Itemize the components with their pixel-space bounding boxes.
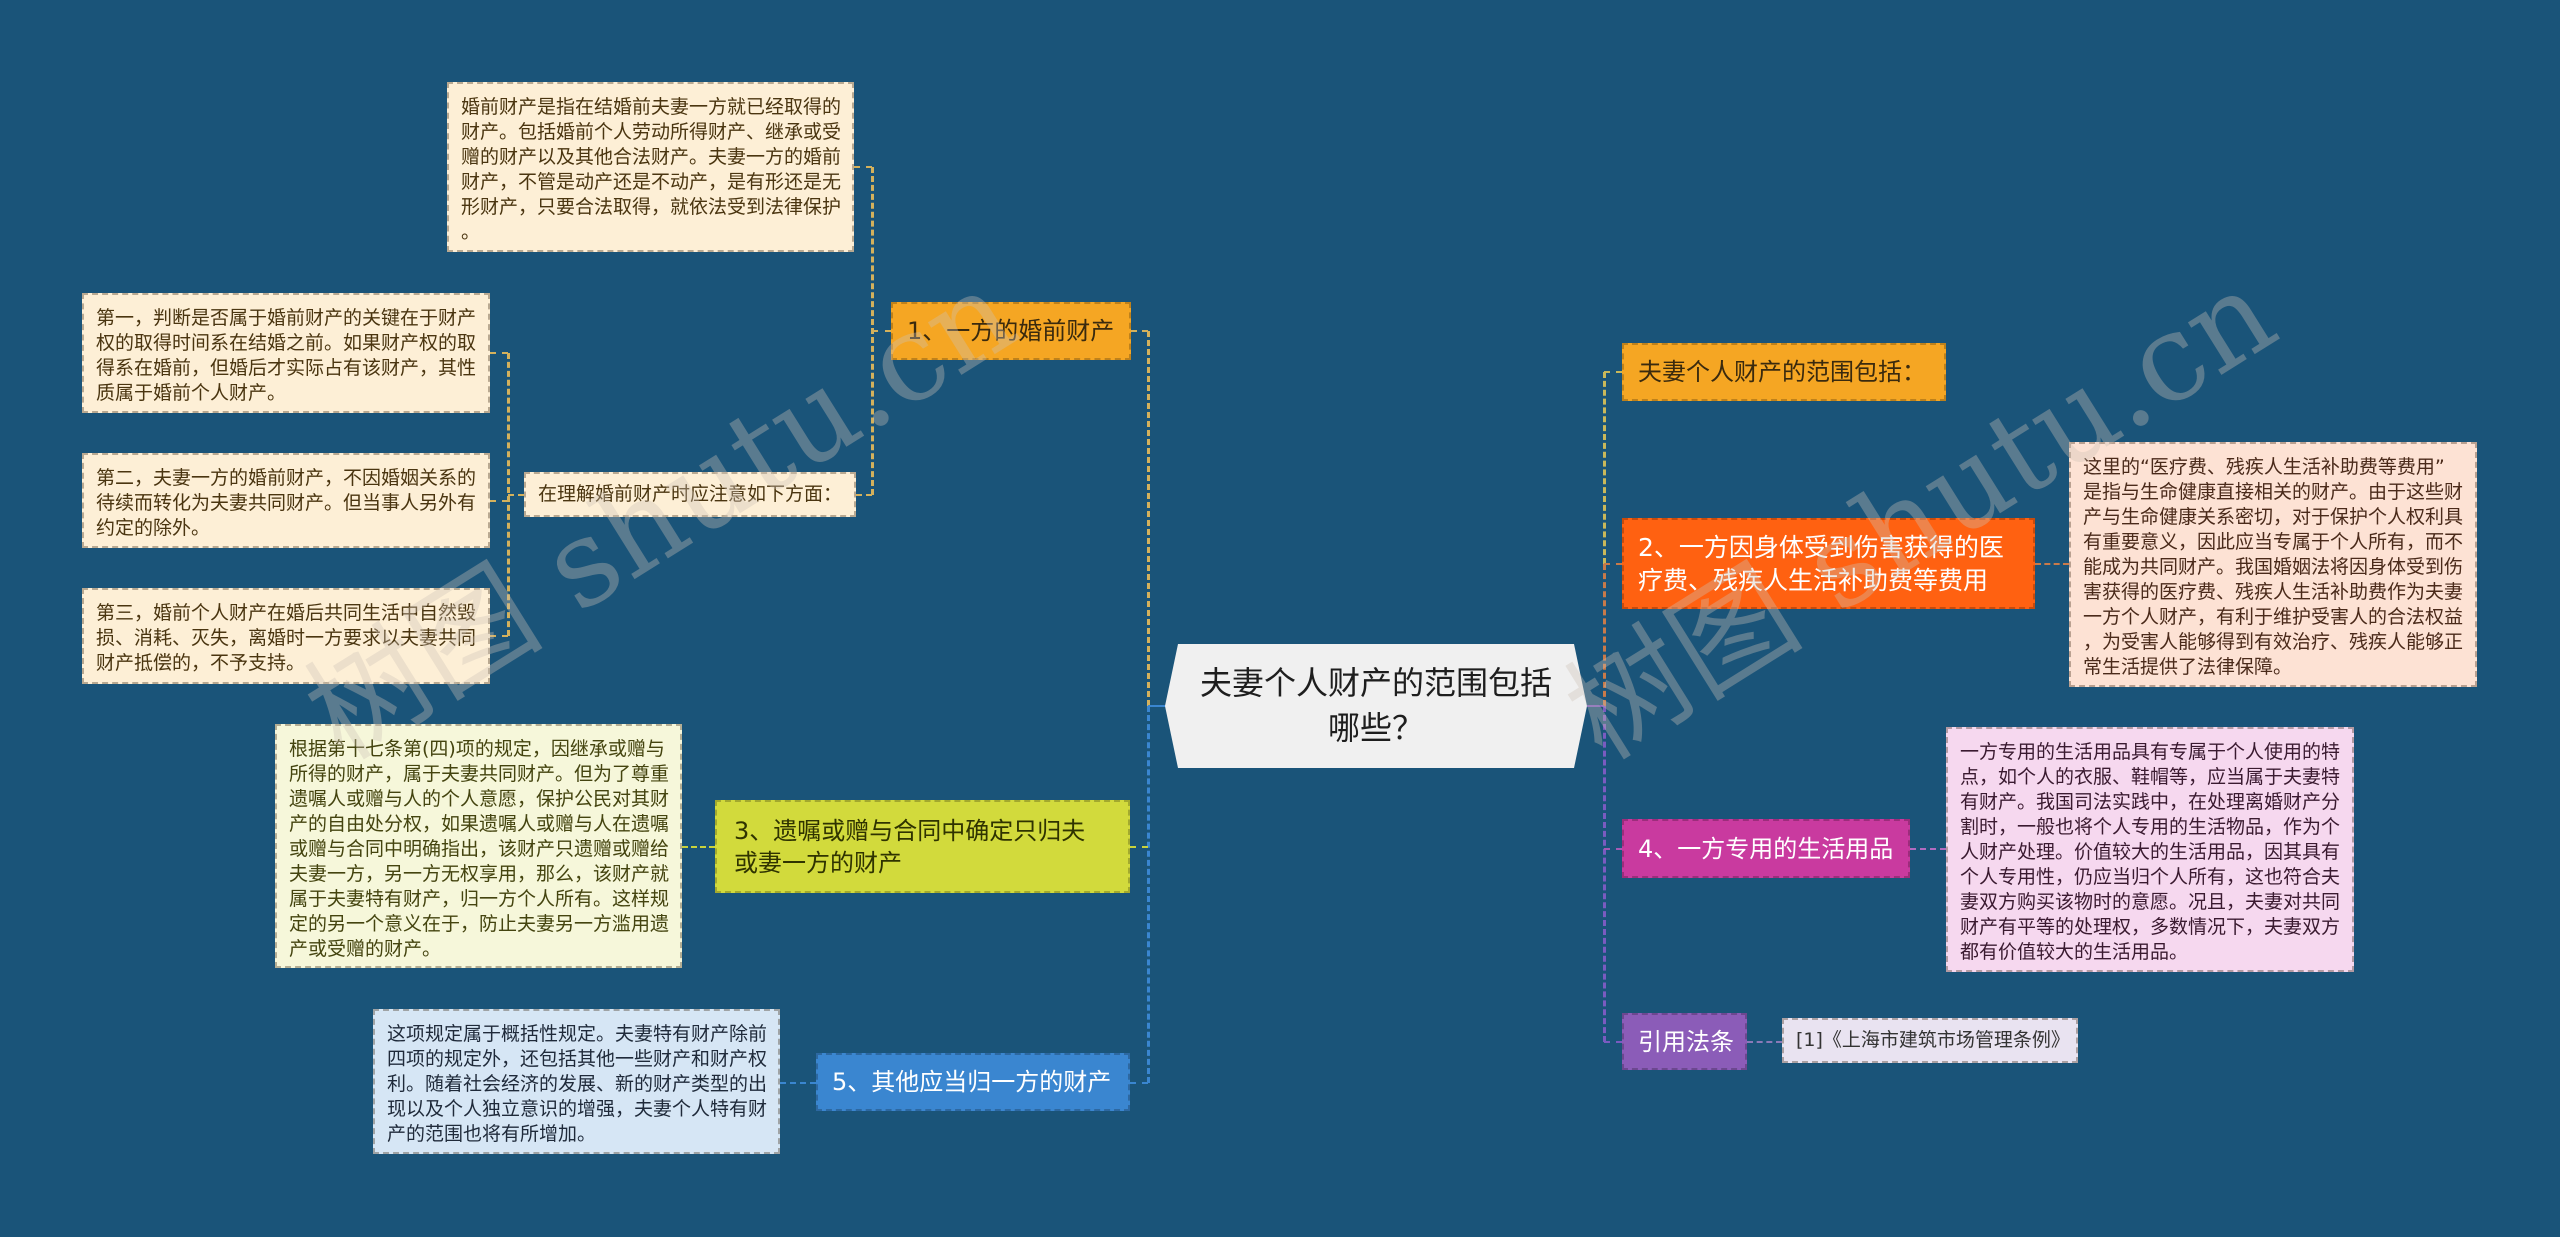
branch-4-personal-items: 4、一方专用的生活用品 — [1622, 819, 1910, 878]
connector-citation-detail — [1747, 1041, 1782, 1043]
connector-center-right — [1587, 705, 1604, 707]
connector-note-2 — [490, 500, 508, 502]
connector-branch1-to-trunk — [872, 330, 891, 332]
branch-1-note-3: 第三，婚前个人财产在婚后共同生活中自然毁 损、消耗、灭失，离婚时一方要求以夫妻共… — [82, 588, 490, 684]
connector-branch4 — [1604, 848, 1622, 850]
connector-branch1 — [1131, 330, 1148, 332]
branch-1-label: 1、一方的婚前财产 — [907, 317, 1115, 345]
branch-5-detail-text: 这项规定属于概括性规定。夫妻特有财产除前 四项的规定外，还包括其他一些财产和财产… — [373, 1009, 780, 1154]
branch-4-detail-text: 一方专用的生活用品具有专属于个人使用的特 点，如个人的衣服、鞋帽等，应当属于夫妻… — [1946, 727, 2354, 972]
branch-5-other-property: 5、其他应当归一方的财产 — [816, 1053, 1130, 1111]
branch-1-notes-heading: 在理解婚前财产时应注意如下方面： — [524, 472, 856, 517]
connector-left-trunk-lower — [1147, 706, 1150, 1083]
branch-2-detail-text: 这里的“医疗费、残疾人生活补助费等费用” 是指与生命健康直接相关的财产。由于这些… — [2069, 442, 2477, 687]
connector-right-trunk-lower — [1603, 706, 1606, 1042]
branch-1-note-2: 第二，夫妻一方的婚前财产，不因婚姻关系的 待续而转化为夫妻共同财产。但当事人另外… — [82, 453, 490, 548]
connector-right-trunk-top — [1603, 372, 1606, 564]
citation-branch: 引用法条 — [1622, 1013, 1747, 1070]
connector-center-left — [1148, 705, 1166, 707]
connector-range-header — [1604, 371, 1622, 373]
branch-1-note-1: 第一，判断是否属于婚前财产的关键在于财产 权的取得时间系在结婚之前。如果财产权的… — [82, 293, 490, 413]
branch-2-label: 2、一方因身体受到伤害获得的医 疗费、残疾人生活补助费等费用 — [1638, 532, 2004, 595]
connector-notes-to-trunk — [508, 494, 524, 496]
connector-branch4-detail — [1910, 848, 1946, 850]
branch-1-definition-text: 婚前财产是指在结婚前夫妻一方就已经取得的 财产。包括婚前个人劳动所得财产、继承或… — [447, 82, 854, 252]
connector-right-trunk-mid — [1603, 564, 1606, 706]
range-header: 夫妻个人财产的范围包括： — [1622, 343, 1946, 401]
citation-item: [1]《上海市建筑市场管理条例》 — [1782, 1018, 2078, 1063]
connector-branch3 — [1130, 846, 1148, 848]
branch-2-injury-compensation: 2、一方因身体受到伤害获得的医 疗费、残疾人生活补助费等费用 — [1622, 518, 2035, 609]
branch-4-label: 4、一方专用的生活用品 — [1638, 834, 1894, 863]
connector-branch5 — [1130, 1082, 1148, 1084]
branch-3-detail-text: 根据第十七条第(四)项的规定，因继承或赠与 所得的财产，属于夫妻共同财产。但为了… — [275, 724, 682, 968]
connector-branch5-detail — [780, 1082, 816, 1084]
connector-note-1 — [490, 352, 508, 354]
branch-1-premarital-property: 1、一方的婚前财产 — [891, 302, 1131, 360]
branch-5-label: 5、其他应当归一方的财产 — [832, 1068, 1112, 1096]
branch-3-label: 3、遗嘱或赠与合同中确定只归夫 或妻一方的财产 — [734, 816, 1086, 877]
connector-branch1-definition — [854, 166, 872, 168]
connector-branch1-notes — [856, 494, 872, 496]
range-header-label: 夫妻个人财产的范围包括： — [1638, 358, 1926, 386]
connector-branch2 — [1604, 563, 1622, 565]
branch-3-will-or-gift: 3、遗嘱或赠与合同中确定只归夫 或妻一方的财产 — [715, 800, 1130, 893]
connector-branch3-detail — [682, 846, 715, 848]
connector-branch2-detail — [2035, 563, 2069, 565]
central-topic: 夫妻个人财产的范围包括 哪些？ — [1165, 644, 1587, 768]
connector-note-3 — [490, 635, 508, 637]
citation-branch-label: 引用法条 — [1638, 1027, 1734, 1056]
connector-citation-branch — [1604, 1041, 1622, 1043]
connector-left-trunk-upper — [1147, 331, 1150, 706]
